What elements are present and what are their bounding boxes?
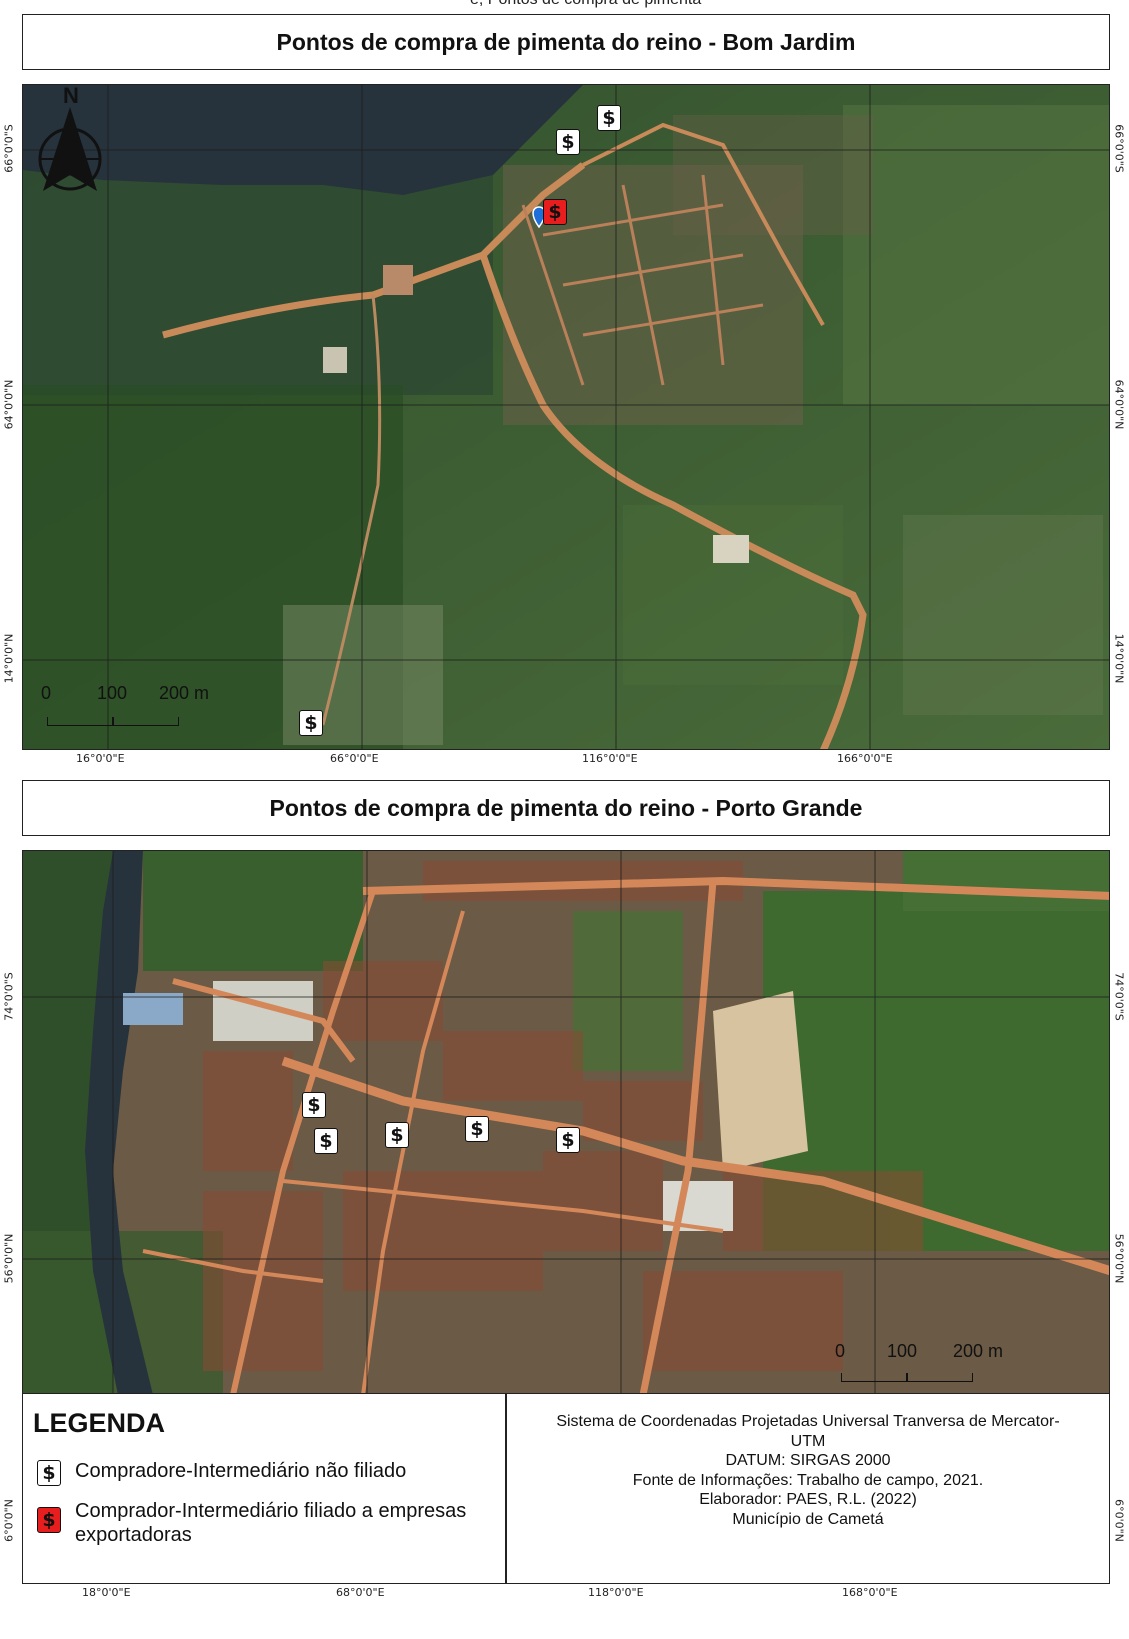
scale-label-0: 0: [835, 1341, 846, 1361]
map1-title: Pontos de compra de pimenta do reino - B…: [22, 14, 1110, 70]
x-tick-label: 166°0'0"E: [837, 752, 893, 765]
x-tick-label: 118°0'0"E: [588, 1586, 644, 1599]
y-tick-label: 64°0'0"N: [2, 379, 16, 430]
x-tick-label: 168°0'0"E: [842, 1586, 898, 1599]
info-line: Fonte de Informações: Trabalho de campo,…: [632, 1471, 984, 1489]
scale-label-100: 100: [887, 1341, 918, 1361]
legend-item-label: Comprador-Intermediário filiado a empres…: [75, 1500, 467, 1546]
y-tick-label: 56°0'0"N: [1112, 1233, 1126, 1284]
legend-item: $ Compradore-Intermediário não filiado: [37, 1460, 406, 1486]
buyer-marker-icon: $: [37, 1460, 61, 1486]
y-tick-label: 14°0'0"N: [2, 633, 16, 684]
info-line: Município de Cametá: [732, 1510, 884, 1528]
y-tick-label: 74°0'0"S: [2, 972, 16, 1021]
x-tick-label: 18°0'0"E: [82, 1586, 131, 1599]
x-tick-label: 68°0'0"E: [336, 1586, 385, 1599]
y-tick-label: 6°0'0"N: [2, 1499, 16, 1542]
y-tick-label: 66°0'0"S: [2, 124, 16, 173]
buyer-marker[interactable]: $: [597, 105, 621, 131]
buyer-marker[interactable]: $: [556, 129, 580, 155]
legend-item-label: Compradore-Intermediário não filiado: [75, 1460, 407, 1482]
buyer-marker[interactable]: $: [314, 1128, 338, 1154]
map2-imagery: [23, 851, 1109, 1393]
north-label: N: [63, 84, 79, 108]
buyer-marker[interactable]: $: [299, 710, 323, 736]
info-line: DATUM: SIRGAS 2000: [725, 1452, 891, 1469]
cropped-top-text: e, Pontos de compra de pimenta: [470, 0, 701, 9]
map1-satellite-view[interactable]: N 0 100 200 m $ $ $ $: [22, 84, 1110, 750]
info-line: Sistema de Coordenadas Projetadas Univer…: [556, 1413, 1060, 1430]
map2-title: Pontos de compra de pimenta do reino - P…: [22, 780, 1110, 836]
scale-bar: [841, 1373, 973, 1382]
x-tick-label: 16°0'0"E: [76, 752, 125, 765]
buyer-marker[interactable]: $: [556, 1127, 580, 1153]
y-tick-label: 64°0'0"N: [1112, 379, 1126, 430]
y-tick-label: 14°0'0"N: [1112, 633, 1126, 684]
buyer-marker[interactable]: $: [385, 1122, 409, 1148]
legend-title: LEGENDA: [33, 1408, 166, 1438]
scale-label-0: 0: [41, 683, 52, 703]
y-tick-label: 6°0'0"N: [1112, 1499, 1126, 1542]
affiliated-buyer-marker-icon: $: [37, 1507, 61, 1533]
x-tick-label: 116°0'0"E: [582, 752, 638, 765]
scale-label-200: 200 m: [953, 1341, 1004, 1361]
scale-label-200: 200 m: [159, 683, 210, 703]
y-tick-label: 66°0'0"S: [1112, 124, 1126, 173]
scale-label-100: 100: [97, 683, 128, 703]
map2-satellite-view[interactable]: 0 100 200 m $ $ $ $ $: [22, 850, 1110, 1394]
buyer-marker[interactable]: $: [465, 1116, 489, 1142]
affiliated-buyer-marker[interactable]: $: [543, 199, 567, 225]
y-tick-label: 74°0'0"S: [1112, 972, 1126, 1021]
buyer-marker[interactable]: $: [302, 1092, 326, 1118]
legend-item: $ Comprador-Intermediário filiado a empr…: [37, 1499, 497, 1547]
map-info-panel: Sistema de Coordenadas Projetadas Univer…: [506, 1393, 1110, 1584]
legend-panel: LEGENDA $ Compradore-Intermediário não f…: [22, 1393, 506, 1584]
north-arrow-icon: N: [35, 85, 105, 194]
y-tick-label: 56°0'0"N: [2, 1233, 16, 1284]
info-line: UTM: [790, 1432, 826, 1450]
info-line: Elaborador: PAES, R.L. (2022): [699, 1491, 917, 1508]
x-tick-label: 66°0'0"E: [330, 752, 379, 765]
scale-bar: [47, 717, 179, 726]
map1-imagery: [23, 85, 1109, 749]
